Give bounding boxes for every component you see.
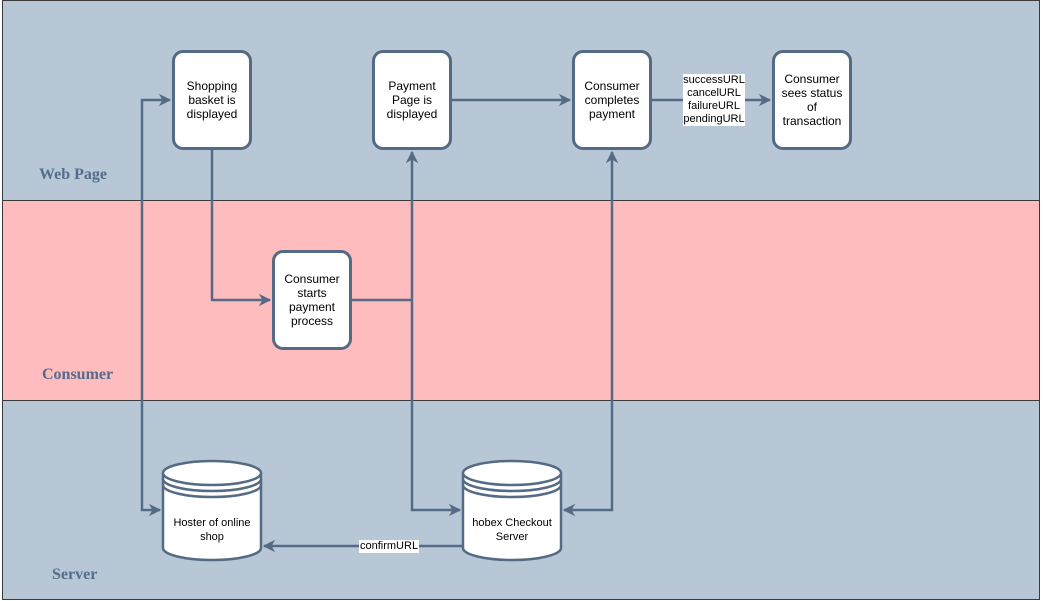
lane-label-web-page: Web Page bbox=[39, 166, 107, 183]
node-hoster-label: Hoster of online shop bbox=[173, 517, 251, 543]
hobex-database bbox=[461, 459, 563, 562]
node-consumer-sees-status-label: Consumer sees status of transaction bbox=[781, 72, 843, 128]
edge-label-cancel-url: cancelURL bbox=[687, 87, 741, 99]
edge-completes-hobex bbox=[562, 150, 619, 517]
edge-label-confirm-url: confirmURL bbox=[359, 540, 420, 553]
hoster-database bbox=[161, 459, 263, 562]
node-shopping-basket[interactable]: Shopping basket is displayed bbox=[172, 50, 252, 150]
node-consumer-starts-label: Consumer starts payment process bbox=[284, 272, 340, 328]
node-payment-page[interactable]: Payment Page is displayed bbox=[372, 50, 452, 150]
node-consumer-completes[interactable]: Consumer completes payment bbox=[572, 50, 652, 150]
edge-basket-to-start bbox=[210, 150, 272, 307]
edge-hoster-basket bbox=[140, 93, 172, 517]
node-shopping-basket-label: Shopping basket is displayed bbox=[186, 79, 238, 121]
node-hobex-label: hobex Checkout Server bbox=[472, 517, 552, 543]
lane-label-consumer: Consumer bbox=[42, 366, 114, 383]
edge-label-failure-url: failureURL bbox=[688, 100, 740, 112]
node-consumer-sees-status[interactable]: Consumer sees status of transaction bbox=[772, 50, 852, 150]
edge-junction-to-hobex bbox=[410, 300, 462, 517]
edge-label-redirect-urls: successURL cancelURL failureURL pendingU… bbox=[683, 74, 745, 126]
lane-consumer bbox=[2, 200, 1040, 401]
edge-label-pending-url: pendingURL bbox=[683, 113, 745, 125]
edge-label-success-url: successURL bbox=[683, 74, 745, 86]
lane-label-server: Server bbox=[52, 566, 98, 583]
node-payment-page-label: Payment Page is displayed bbox=[386, 79, 438, 121]
node-consumer-starts[interactable]: Consumer starts payment process bbox=[272, 250, 352, 350]
node-consumer-completes-label: Consumer completes payment bbox=[584, 79, 640, 121]
